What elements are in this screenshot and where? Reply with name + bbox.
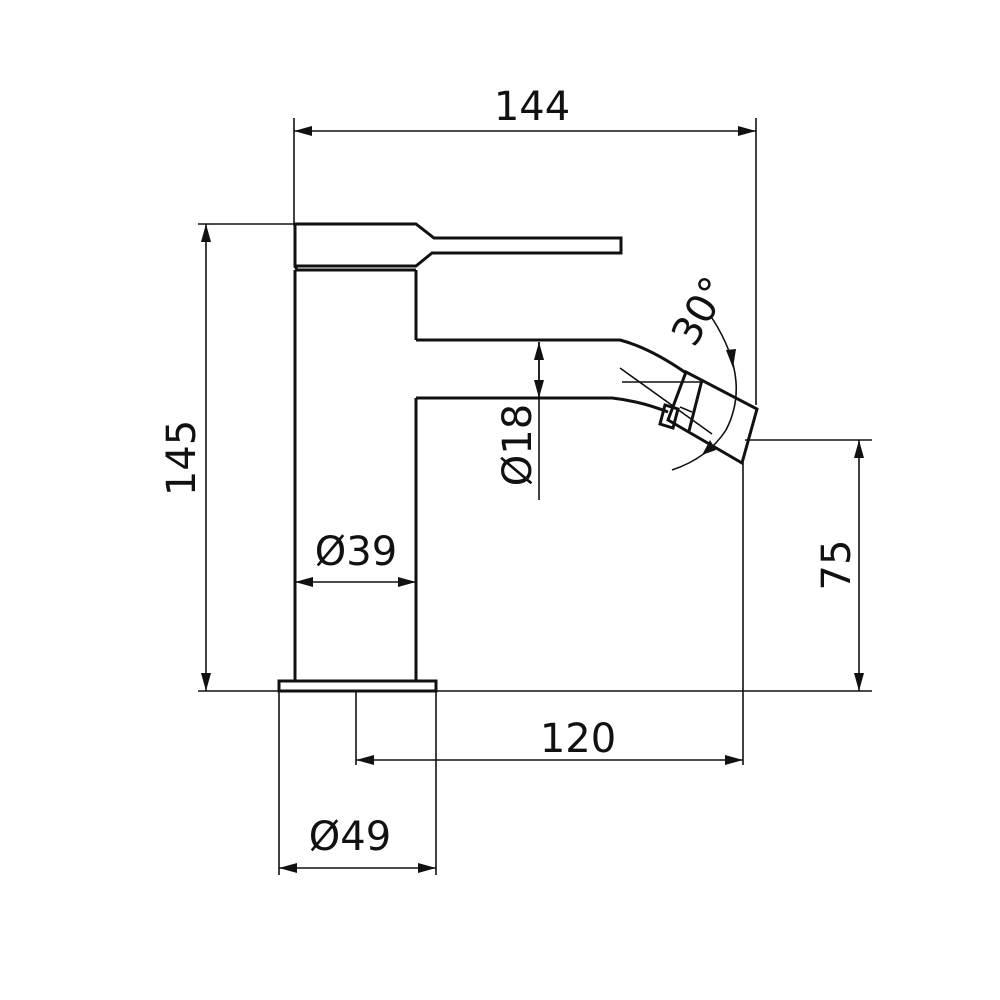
arrow-75-top <box>854 440 864 458</box>
ext-angle-ray <box>619 367 713 435</box>
arrow-120-right <box>725 755 743 765</box>
arrow-145-bottom <box>201 673 211 691</box>
label-overall-height: 145 <box>159 420 205 496</box>
arrow-d18-bottom <box>534 380 544 398</box>
arrow-144-right <box>738 126 756 136</box>
label-overall-width: 144 <box>494 84 570 130</box>
label-spout-diameter: Ø18 <box>495 404 541 486</box>
arrow-120-left <box>356 755 374 765</box>
arrow-arc-top <box>726 349 736 368</box>
arrow-d49-left <box>279 863 297 873</box>
arrow-144-left <box>294 126 312 136</box>
body-cylinder <box>293 270 418 681</box>
lever-handle <box>293 222 623 268</box>
arrow-d49-right <box>418 863 436 873</box>
arrow-d39-left <box>295 577 313 587</box>
arrow-d18-top <box>534 342 544 360</box>
aerator-ring <box>687 379 704 432</box>
arrow-arc-bottom <box>702 440 716 455</box>
arrow-d39-right <box>398 577 416 587</box>
dimension-labels: 144 145 Ø39 Ø18 30° 75 120 Ø49 <box>159 84 860 860</box>
aerator-detail <box>679 406 693 413</box>
extension-lines <box>198 118 872 875</box>
spout <box>416 338 687 414</box>
label-spout-angle: 30° <box>663 269 738 353</box>
label-outlet-height: 75 <box>814 540 860 591</box>
label-body-diameter: Ø39 <box>315 529 397 575</box>
arrow-75-bottom <box>854 673 864 691</box>
label-spout-reach: 120 <box>540 716 616 762</box>
base-plate <box>277 679 438 693</box>
dimension-lines <box>201 126 864 873</box>
label-base-diameter: Ø49 <box>309 814 391 860</box>
arrow-145-top <box>201 224 211 242</box>
aerator-insert <box>658 403 680 430</box>
cartridge-cap <box>293 265 416 272</box>
aerator-nozzle <box>666 369 759 466</box>
